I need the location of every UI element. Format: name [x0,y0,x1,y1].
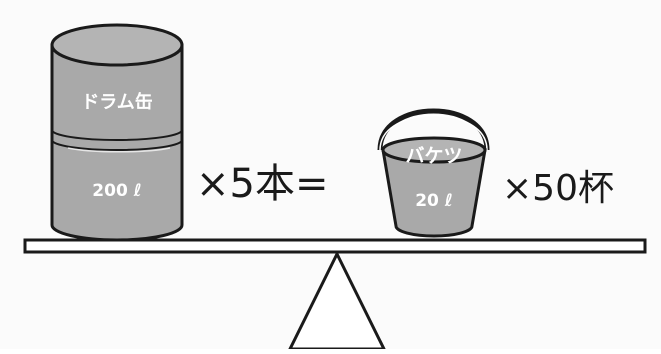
bucket-multiplier-label: ×50杯 [502,168,614,209]
drum-name-label: ドラム缶 [81,91,152,113]
bucket-icon [377,108,490,238]
balance-beam [23,238,647,254]
drum-can-icon [50,23,184,242]
bucket-name-label: バケツ [405,145,462,167]
bucket-capacity-label: 20 ℓ [415,191,453,211]
fulcrum-triangle [287,250,387,351]
drum-multiplier-label: ×5本= [196,161,328,207]
drum-capacity-label: 200 ℓ [92,181,141,201]
